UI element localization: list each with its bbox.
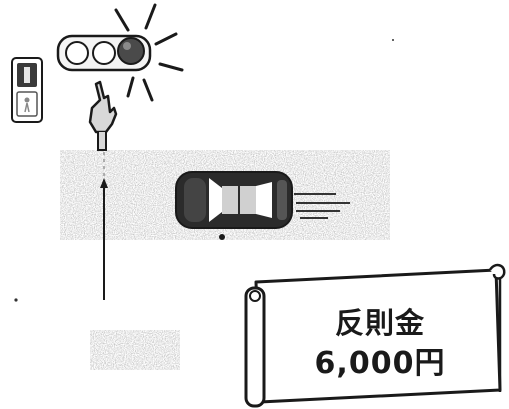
stray-dot xyxy=(14,298,18,302)
pedestrian-signal-icon xyxy=(11,57,43,123)
up-arrow-icon xyxy=(100,178,108,300)
fine-scroll-sign xyxy=(244,263,506,408)
pointing-hand-icon xyxy=(88,80,118,151)
car-icon xyxy=(175,171,293,240)
fine-label: 反則金 xyxy=(334,306,425,340)
fine-amount: 6,000円 xyxy=(314,346,446,381)
stray-dot xyxy=(392,39,394,41)
traffic-light-icon xyxy=(56,34,152,72)
motion-lines-icon xyxy=(294,193,350,219)
light-rays-icon xyxy=(114,3,184,102)
